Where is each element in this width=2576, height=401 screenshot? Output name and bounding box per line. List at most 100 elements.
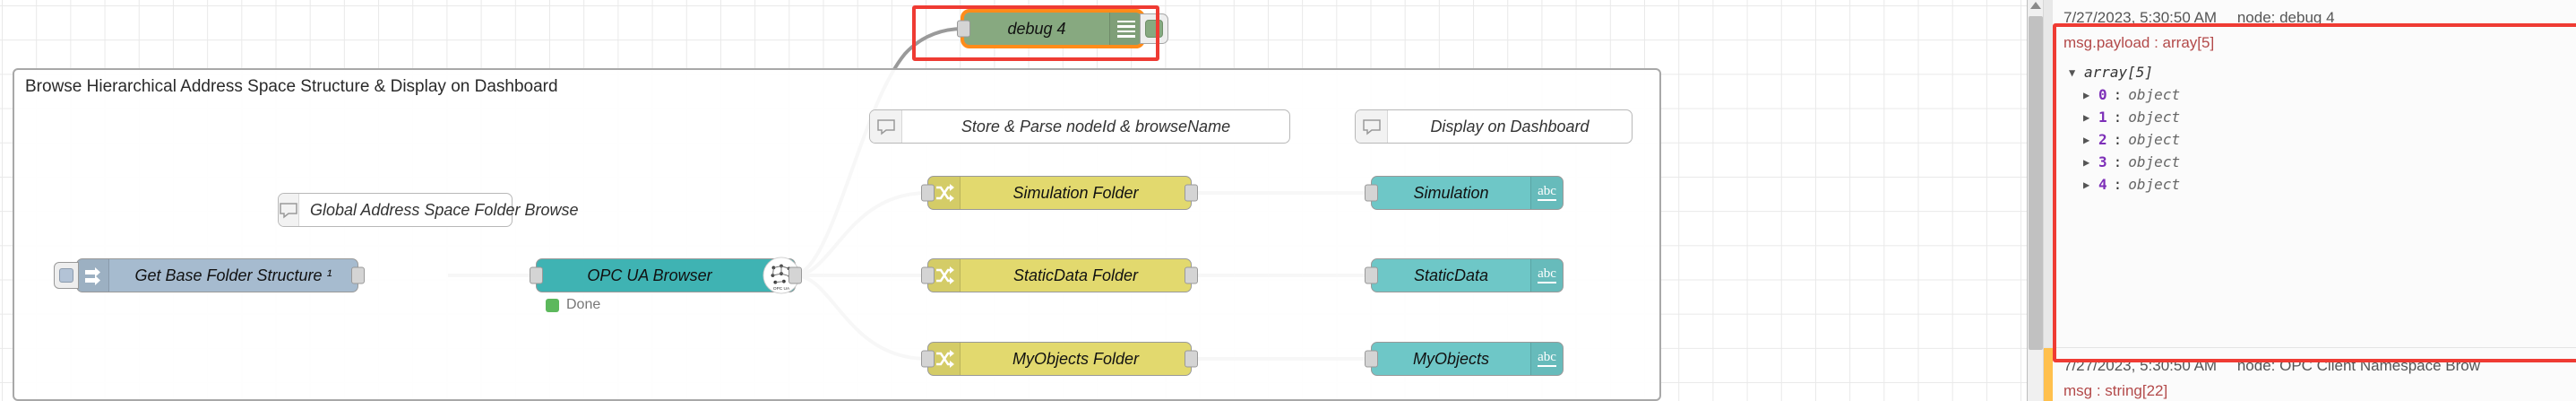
node-body: MyObjects — [1372, 343, 1530, 375]
switch-glyph — [935, 184, 954, 202]
node-input-port[interactable] — [1365, 350, 1378, 368]
node-switch-myobjects-folder[interactable]: MyObjects Folder — [921, 342, 1198, 376]
svg-text:OPC UA: OPC UA — [773, 286, 790, 292]
node-input-port[interactable] — [921, 350, 935, 368]
node-body: Global Address Space Folder Browse — [299, 194, 589, 226]
node-input-port[interactable] — [921, 266, 935, 284]
debug-enable-toggle[interactable] — [1140, 13, 1168, 44]
node-input-port[interactable] — [1365, 266, 1378, 284]
node-input-port[interactable] — [1365, 184, 1378, 202]
tree-item-key: 4 — [2098, 176, 2107, 193]
node-body: Simulation Folder — [961, 177, 1191, 209]
node-label: StaticData Folder — [1012, 266, 1139, 284]
node-text-staticdata[interactable]: StaticData abc — [1365, 258, 1564, 292]
node-label: MyObjects Folder — [1012, 349, 1140, 368]
message-accent-bar — [2044, 0, 2053, 347]
node-label: debug 4 — [1007, 19, 1066, 38]
status-dot-icon — [546, 298, 559, 312]
node-text-simulation[interactable]: Simulation abc — [1365, 176, 1564, 210]
chevron-right-icon[interactable]: ▶ — [2083, 110, 2090, 124]
comment-bubble-glyph — [280, 202, 297, 219]
node-label: Simulation Folder — [1012, 183, 1139, 202]
node-comment-display-dashboard[interactable]: Display on Dashboard — [1355, 109, 1633, 144]
tree-item-colon: : — [2113, 131, 2123, 148]
chevron-right-icon[interactable]: ▶ — [2083, 133, 2090, 146]
node-inject-get-base-folder[interactable]: Get Base Folder Structure ¹ — [54, 258, 365, 292]
debug-source-node: node: OPC Client Namespace Brow — [2236, 357, 2481, 374]
node-label: Global Address Space Folder Browse — [310, 200, 579, 219]
inject-trigger-button[interactable] — [54, 262, 79, 289]
flow-group-title: Browse Hierarchical Address Space Struct… — [25, 77, 558, 96]
node-output-port[interactable] — [1185, 266, 1198, 284]
node-input-port[interactable] — [957, 20, 970, 38]
comment-icon — [279, 194, 299, 226]
tree-item-type: object — [2128, 86, 2181, 103]
flow-canvas[interactable]: Browse Hierarchical Address Space Struct… — [0, 0, 2027, 401]
node-output-port[interactable] — [1185, 350, 1198, 368]
debug-timestamp: 7/27/2023, 5:30:50 AM — [2063, 9, 2218, 26]
inject-arrow-glyph — [84, 267, 100, 285]
node-input-port[interactable] — [921, 184, 935, 202]
chevron-right-icon[interactable]: ▶ — [2083, 155, 2090, 169]
comment-bubble-glyph — [876, 118, 895, 135]
tree-item-key: 0 — [2098, 86, 2107, 103]
node-body: Get Base Folder Structure ¹ — [109, 259, 358, 292]
node-body: OPC UA Browser — [537, 259, 762, 292]
debug-scrollbar[interactable] — [2028, 0, 2044, 401]
debug-message-topic: msg : string[22] — [2063, 382, 2168, 399]
tree-item-key: 1 — [2098, 109, 2107, 126]
tree-item-type: object — [2128, 153, 2181, 170]
abc-icon: abc — [1530, 259, 1563, 292]
message-accent-bar — [2044, 348, 2053, 401]
debug-source-node: node: debug 4 — [2236, 9, 2335, 26]
node-opc-ua-browser[interactable]: OPC UA Browser OPC UA — [530, 257, 802, 312]
tree-item-row[interactable]: ▶ 0 : object — [2063, 83, 2563, 106]
node-body: Simulation — [1372, 177, 1530, 209]
node-comment-global-browse[interactable]: Global Address Space Folder Browse — [278, 193, 578, 227]
node-debug-4[interactable]: debug 4 — [957, 9, 1168, 48]
tree-item-type: object — [2128, 176, 2181, 193]
debug-payload-tree[interactable]: ▼ array[5] ▶ 0 : object ▶ 1 : object — [2063, 61, 2563, 196]
node-switch-staticdata-folder[interactable]: StaticData Folder — [921, 258, 1198, 292]
tree-root-row[interactable]: ▼ array[5] — [2063, 61, 2563, 83]
node-body: MyObjects Folder — [961, 343, 1191, 375]
node-body: Display on Dashboard — [1388, 110, 1632, 143]
tree-item-row[interactable]: ▶ 4 : object — [2063, 173, 2563, 196]
tree-item-type: object — [2128, 109, 2181, 126]
node-comment-store-parse[interactable]: Store & Parse nodeId & browseName — [869, 109, 1290, 144]
node-label: Display on Dashboard — [1430, 117, 1590, 135]
debug-message-item[interactable]: 7/27/2023, 5:30:50 AM node: OPC Client N… — [2044, 348, 2576, 401]
scrollbar-thumb[interactable] — [2029, 16, 2043, 350]
inject-arrow-icon — [77, 259, 109, 292]
tree-item-colon: : — [2113, 176, 2123, 193]
chevron-right-icon[interactable]: ▶ — [2083, 178, 2090, 191]
switch-glyph — [935, 350, 954, 368]
hamburger-icon — [1109, 13, 1142, 45]
node-output-port[interactable] — [1185, 184, 1198, 202]
node-label: Get Base Folder Structure ¹ — [134, 266, 332, 284]
node-label: Store & Parse nodeId & browseName — [961, 117, 1231, 135]
tree-item-key: 2 — [2098, 131, 2107, 148]
debug-message-item[interactable]: 7/27/2023, 5:30:50 AM node: debug 4 msg.… — [2044, 0, 2576, 348]
tree-item-row[interactable]: ▶ 3 : object — [2063, 151, 2563, 173]
node-output-port[interactable] — [351, 266, 365, 284]
tree-item-colon: : — [2113, 153, 2123, 170]
debug-message-header: 7/27/2023, 5:30:50 AM node: debug 4 — [2063, 9, 2563, 27]
switch-glyph — [935, 266, 954, 284]
tree-item-row[interactable]: ▶ 1 : object — [2063, 106, 2563, 128]
debug-timestamp: 7/27/2023, 5:30:50 AM — [2063, 357, 2218, 374]
status-label: Done — [566, 297, 601, 312]
chevron-right-icon[interactable]: ▶ — [2083, 88, 2090, 101]
comment-icon — [870, 110, 902, 143]
node-input-port[interactable] — [530, 266, 543, 284]
tree-item-type: object — [2128, 131, 2181, 148]
debug-message-list[interactable]: 7/27/2023, 5:30:50 AM node: debug 4 msg.… — [2044, 0, 2576, 401]
node-label: MyObjects — [1412, 349, 1490, 368]
node-switch-simulation-folder[interactable]: Simulation Folder — [921, 176, 1198, 210]
node-text-myobjects[interactable]: MyObjects abc — [1365, 342, 1564, 376]
node-output-port[interactable] — [788, 266, 802, 284]
tree-item-row[interactable]: ▶ 2 : object — [2063, 128, 2563, 151]
scroll-up-arrow-icon[interactable] — [2030, 2, 2041, 9]
abc-icon: abc — [1530, 343, 1563, 375]
chevron-down-icon[interactable]: ▼ — [2069, 65, 2076, 79]
